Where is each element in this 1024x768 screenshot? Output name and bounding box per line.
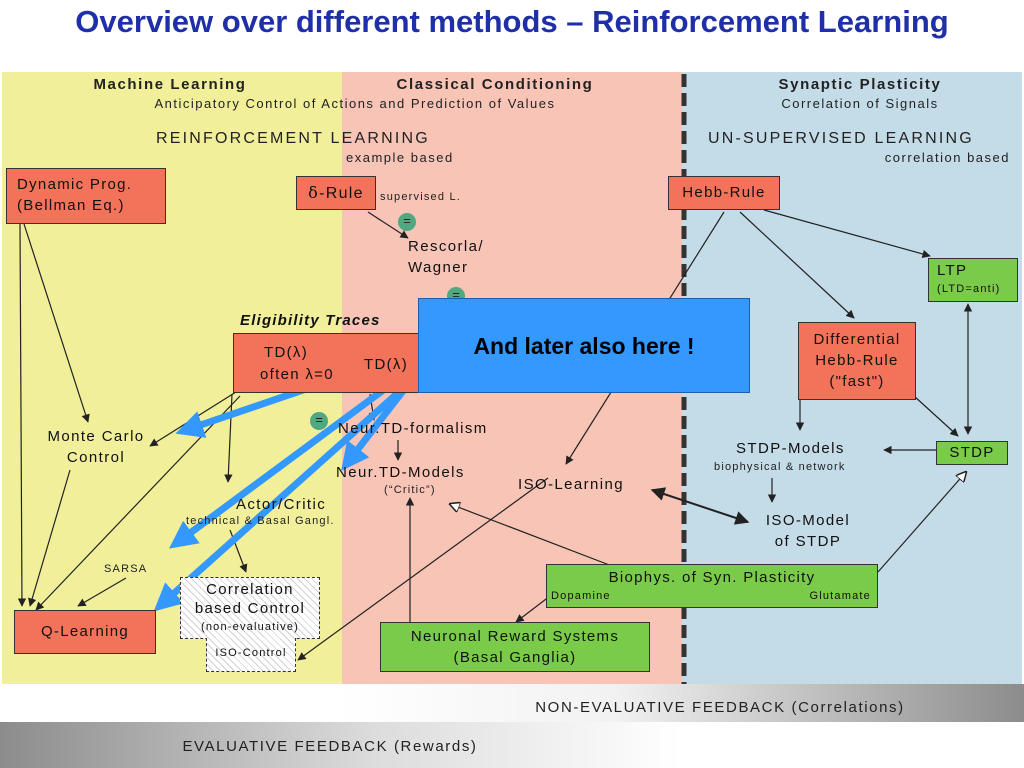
node-differential-hebb: Differential Hebb-Rule ("fast") [798,322,916,400]
node-neur-td-formalism: Neur.TD-formalism [338,420,488,437]
node-delta-rule: δ-Rule [296,176,376,210]
edge-diff-stdp [913,395,959,437]
evaluative-label: EVALUATIVE FEEDBACK (Rewards) [182,738,478,755]
monte-carlo-line1: Monte Carlo [47,428,145,445]
node-q-learning: Q-Learning [14,610,156,654]
evaluative-bar [0,722,680,768]
section-subtitle-reinforcement: example based [346,150,454,165]
node-iso-control: ISO-Control [206,638,296,672]
correlation-control-line3: (non-evaluative) [200,621,300,633]
edge-biophys-stdp [877,472,966,573]
node-td-lambda: TD(λ) often λ=0 TD(λ) [233,333,429,393]
delta-rule-note: supervised L. [380,191,462,203]
node-correlation-control: Correlation based Control (non-evaluativ… [180,577,320,639]
blue-arrow-q-learning [153,362,432,612]
actor-critic-note: technical & Basal Gangl. [186,515,335,527]
edge-delta-rescorla [367,211,409,239]
non-evaluative-bar [340,684,1024,722]
node-iso-model: ISO-Model of STDP [752,510,864,552]
column-title-synaptic-plasticity: Synaptic Plasticity [778,76,942,93]
biophys-dopamine: Dopamine [551,590,611,602]
edge-biophys-neurtd [450,504,613,567]
node-neur-td-models: Neur.TD-Models [336,464,465,481]
node-actor-critic: Actor/Critic [236,496,327,513]
neuronal-reward-line2: (Basal Ganglia) [453,649,577,666]
node-iso-learning: ISO-Learning [518,476,625,493]
slide-title: Overview over different methods – Reinfo… [75,4,949,39]
dynamic-prog-line2: (Bellman Eq.) [17,197,125,214]
node-hebb-rule: Hebb-Rule [668,176,780,210]
eligibility-traces-label: Eligibility Traces [240,312,381,329]
diff-hebb-line2: Hebb-Rule [815,352,899,369]
stdp-models-note: biophysical & network [714,461,846,473]
callout-box: And later also here ! [418,298,750,393]
td-lambda-line2: often λ=0 [260,366,334,383]
node-dynamic-prog: Dynamic Prog. (Bellman Eq.) [6,168,166,224]
edge-iso-isomodel [650,487,750,525]
node-biophys: Biophys. of Syn. Plasticity Dopamine Glu… [546,564,878,608]
delta-rule-label: -Rule [319,185,364,202]
edge-sarsa-q [77,577,127,607]
ltp-line2: (LTD=anti) [937,283,1001,295]
node-rescorla-wagner: Rescorla/ Wagner [408,236,518,278]
correlation-control-line2: based Control [194,600,306,617]
td-lambda-partial: TD(λ) [364,356,408,373]
section-title-unsupervised: UN-SUPERVISED LEARNING [708,130,974,147]
equals-badge-1: = [398,213,416,231]
edge-biophys-reward [515,595,551,623]
biophys-label: Biophys. of Syn. Plasticity [608,569,816,586]
biophys-labels-row: Dopamine Glutamate [547,587,877,603]
callout-text: And later also here ! [473,333,695,359]
column-subtitle-synaptic-plasticity: Correlation of Signals [781,96,939,111]
iso-model-line1: ISO-Model [765,512,851,529]
section-subtitle-unsupervised: correlation based [884,150,1010,165]
rescorla-line2: Wagner [408,259,469,276]
rescorla-line1: Rescorla/ [408,238,484,255]
node-sarsa: SARSA [104,563,148,575]
edge-dp-q [17,223,27,607]
node-ltp: LTP (LTD=anti) [928,258,1018,302]
edge-hebb-ltp [763,209,931,259]
edge-mc-q [28,469,71,607]
td-lambda-line1: TD(λ) [264,344,308,361]
delta-symbol: δ [308,183,320,202]
diff-hebb-line3: ("fast") [829,373,885,390]
ltp-line1: LTP [937,262,968,279]
node-monte-carlo: Monte Carlo Control [30,426,162,468]
iso-model-line2: of STDP [774,533,842,550]
correlation-control-line1: Correlation [206,581,294,598]
edge-dp-mc [23,223,90,423]
non-evaluative-label: NON-EVALUATIVE FEEDBACK (Correlations) [535,699,905,716]
edge-hebb-diff [739,211,855,319]
column-title-classical-conditioning: Classical Conditioning [396,76,594,93]
edge-td-actor [224,393,233,483]
section-title-reinforcement: REINFORCEMENT LEARNING [156,130,430,147]
dynamic-prog-line1: Dynamic Prog. [17,176,133,193]
node-stdp-models: STDP-Models [736,440,845,457]
node-neuronal-reward: Neuronal Reward Systems (Basal Ganglia) [380,622,650,672]
monte-carlo-line2: Control [66,449,126,466]
biophys-glutamate: Glutamate [809,590,871,602]
equals-badge-3: = [310,412,328,430]
diff-hebb-line1: Differential [813,331,901,348]
neur-td-models-note: (“Critic”) [384,484,436,496]
column-subtitle-machine-learning: Anticipatory Control of Actions and Pred… [154,96,556,111]
node-stdp: STDP [936,441,1008,465]
neuronal-reward-line1: Neuronal Reward Systems [410,628,620,645]
edge-biophys-isocontrol [297,477,549,661]
column-title-machine-learning: Machine Learning [93,76,247,93]
